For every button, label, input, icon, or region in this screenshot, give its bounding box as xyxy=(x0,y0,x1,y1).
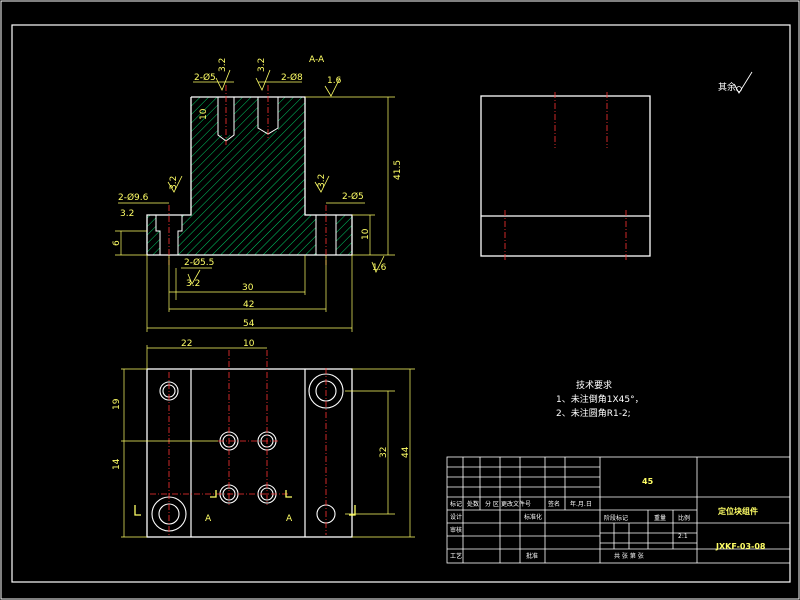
dim-2-phi5: 2-Ø5 xyxy=(194,72,216,83)
label-date: 年.月.日 xyxy=(570,500,592,508)
label-approve: 批准 xyxy=(526,552,538,560)
roughness-3-2-f: 3.2 xyxy=(186,279,200,289)
dim-2-phi9-6: 2-Ø9.6 xyxy=(118,192,149,203)
dim-2-phi5-right: 2-Ø5 xyxy=(342,191,364,202)
dim-10: 10 xyxy=(199,108,209,120)
scale-value: 2:1 xyxy=(678,533,688,540)
dim-10-top: 10 xyxy=(243,339,255,349)
top-view: 22 10 19 14 32 44 A A xyxy=(112,339,415,538)
dim-32: 32 xyxy=(379,447,389,458)
roughness-note: 其余 xyxy=(718,81,736,93)
roughness-3-2-a: 3.2 xyxy=(218,58,228,72)
dim-41-5: 41.5 xyxy=(393,160,403,180)
section-hatch-main xyxy=(191,97,305,215)
label-stage-mark: 阶段标记 xyxy=(604,514,628,522)
label-sign: 签名 xyxy=(548,500,560,508)
roughness-1-6-b: 1.6 xyxy=(372,263,387,273)
dim-42: 42 xyxy=(243,300,254,310)
tech-requirement-2: 2、未注圆角R1-2; xyxy=(556,407,631,419)
section-mark: A-A xyxy=(309,55,325,65)
front-view: 2-Ø5 2-Ø8 2-Ø9.6 2-Ø5.5 2-Ø5 41.5 10 6 1… xyxy=(112,55,403,332)
side-view xyxy=(480,92,651,262)
roughness-3-2-d: 3.2 xyxy=(120,209,134,219)
dim-19: 19 xyxy=(112,398,122,410)
label-sheets: 共 张 第 张 xyxy=(614,552,644,560)
label-mark: 标记 xyxy=(450,500,462,508)
roughness-3-2-e: 3.2 xyxy=(317,174,327,188)
section-marker-a-right: A xyxy=(286,514,293,524)
dim-14: 14 xyxy=(112,458,122,470)
label-review: 审核 xyxy=(450,526,462,534)
label-process: 工艺 xyxy=(450,552,462,560)
material: 45 xyxy=(642,477,654,486)
label-design: 设计 xyxy=(450,513,462,521)
label-weight: 重量 xyxy=(654,514,666,522)
drawing-number: JXKF-03-08 xyxy=(715,542,766,551)
roughness-3-2-c: 3.2 xyxy=(169,176,179,190)
dim-30: 30 xyxy=(242,283,254,293)
dim-44: 44 xyxy=(401,446,411,458)
dim-6: 6 xyxy=(112,240,122,246)
label-change-no: 更改文件号 xyxy=(501,500,531,508)
dim-2-phi8: 2-Ø8 xyxy=(281,72,303,83)
tech-requirements-title: 技术要求 xyxy=(576,379,612,391)
inner-frame xyxy=(11,24,791,583)
roughness-symbol-icon xyxy=(733,71,753,94)
dim-22: 22 xyxy=(181,339,192,349)
label-zone: 分 区 xyxy=(485,500,499,508)
tech-requirement-1: 1、未注倒角1X45°， xyxy=(556,393,644,405)
dim-54: 54 xyxy=(243,319,255,329)
dim-2-phi5-5: 2-Ø5.5 xyxy=(184,257,214,268)
label-standardize: 标准化 xyxy=(524,513,542,521)
roughness-1-6-a: 1.6 xyxy=(327,76,342,86)
label-count: 处数 xyxy=(467,500,479,508)
label-scale: 比例 xyxy=(678,514,690,522)
part-name: 定位块组件 xyxy=(717,506,758,516)
roughness-3-2-b: 3.2 xyxy=(257,58,267,72)
section-marker-a-left: A xyxy=(205,514,212,524)
title-block xyxy=(446,456,791,564)
dim-10b: 10 xyxy=(361,228,371,240)
